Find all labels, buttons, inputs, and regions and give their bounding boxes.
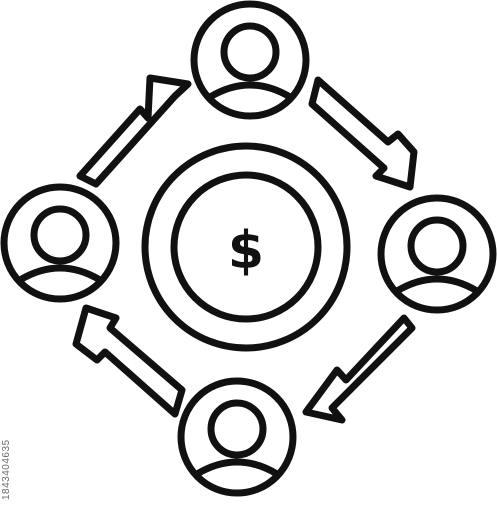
user-top-icon (190, 0, 310, 120)
arrow-bottom-left-icon (72, 304, 186, 418)
arrow-top-left-icon (76, 74, 192, 188)
user-right-icon (377, 194, 497, 314)
user-bottom-icon (177, 377, 297, 497)
arrow-bottom-right-icon (302, 314, 416, 424)
arrow-top-right-icon (308, 76, 418, 191)
coin-icon (141, 142, 351, 352)
dollar-sign-icon: $ (228, 221, 264, 281)
user-left-icon (0, 183, 120, 303)
stock-id-watermark: 1843404635 (1, 439, 12, 500)
